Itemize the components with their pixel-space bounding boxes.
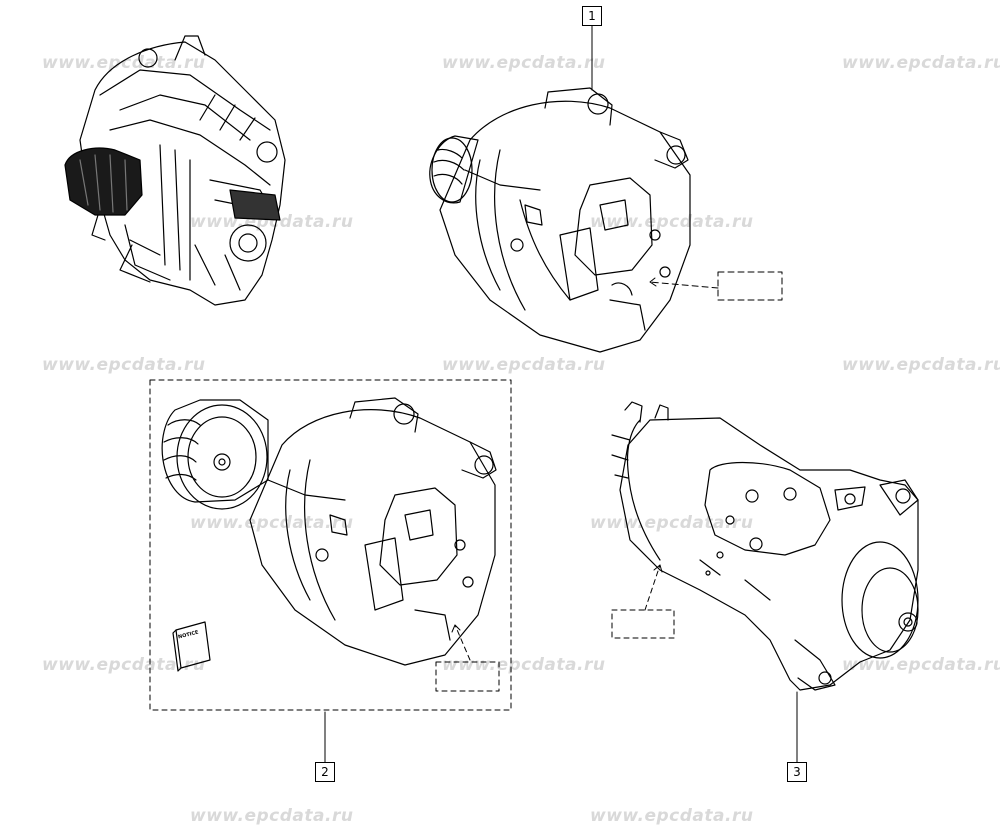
pulley-illustration	[161, 399, 269, 510]
alternator-kit-illustration	[249, 397, 500, 692]
watermark: www.epcdata.ru	[42, 355, 206, 375]
engine-illustration	[64, 35, 286, 306]
callout-3[interactable]: 3	[787, 762, 807, 782]
watermark: www.epcdata.ru	[42, 655, 206, 675]
watermark: www.epcdata.ru	[842, 355, 1000, 375]
callout-1[interactable]: 1	[582, 6, 602, 26]
watermark: www.epcdata.ru	[190, 212, 354, 232]
callout-2[interactable]: 2	[315, 762, 335, 782]
starter-motor-illustration	[611, 401, 919, 691]
alternator-illustration	[429, 87, 691, 353]
watermark: www.epcdata.ru	[42, 53, 206, 73]
watermark: www.epcdata.ru	[190, 513, 354, 533]
watermark: www.epcdata.ru	[842, 53, 1000, 73]
watermark: www.epcdata.ru	[442, 355, 606, 375]
watermark: www.epcdata.ru	[442, 655, 606, 675]
booklet-illustration	[172, 621, 211, 672]
watermark: www.epcdata.ru	[590, 212, 754, 232]
watermark: www.epcdata.ru	[442, 53, 606, 73]
watermark: www.epcdata.ru	[842, 655, 1000, 675]
